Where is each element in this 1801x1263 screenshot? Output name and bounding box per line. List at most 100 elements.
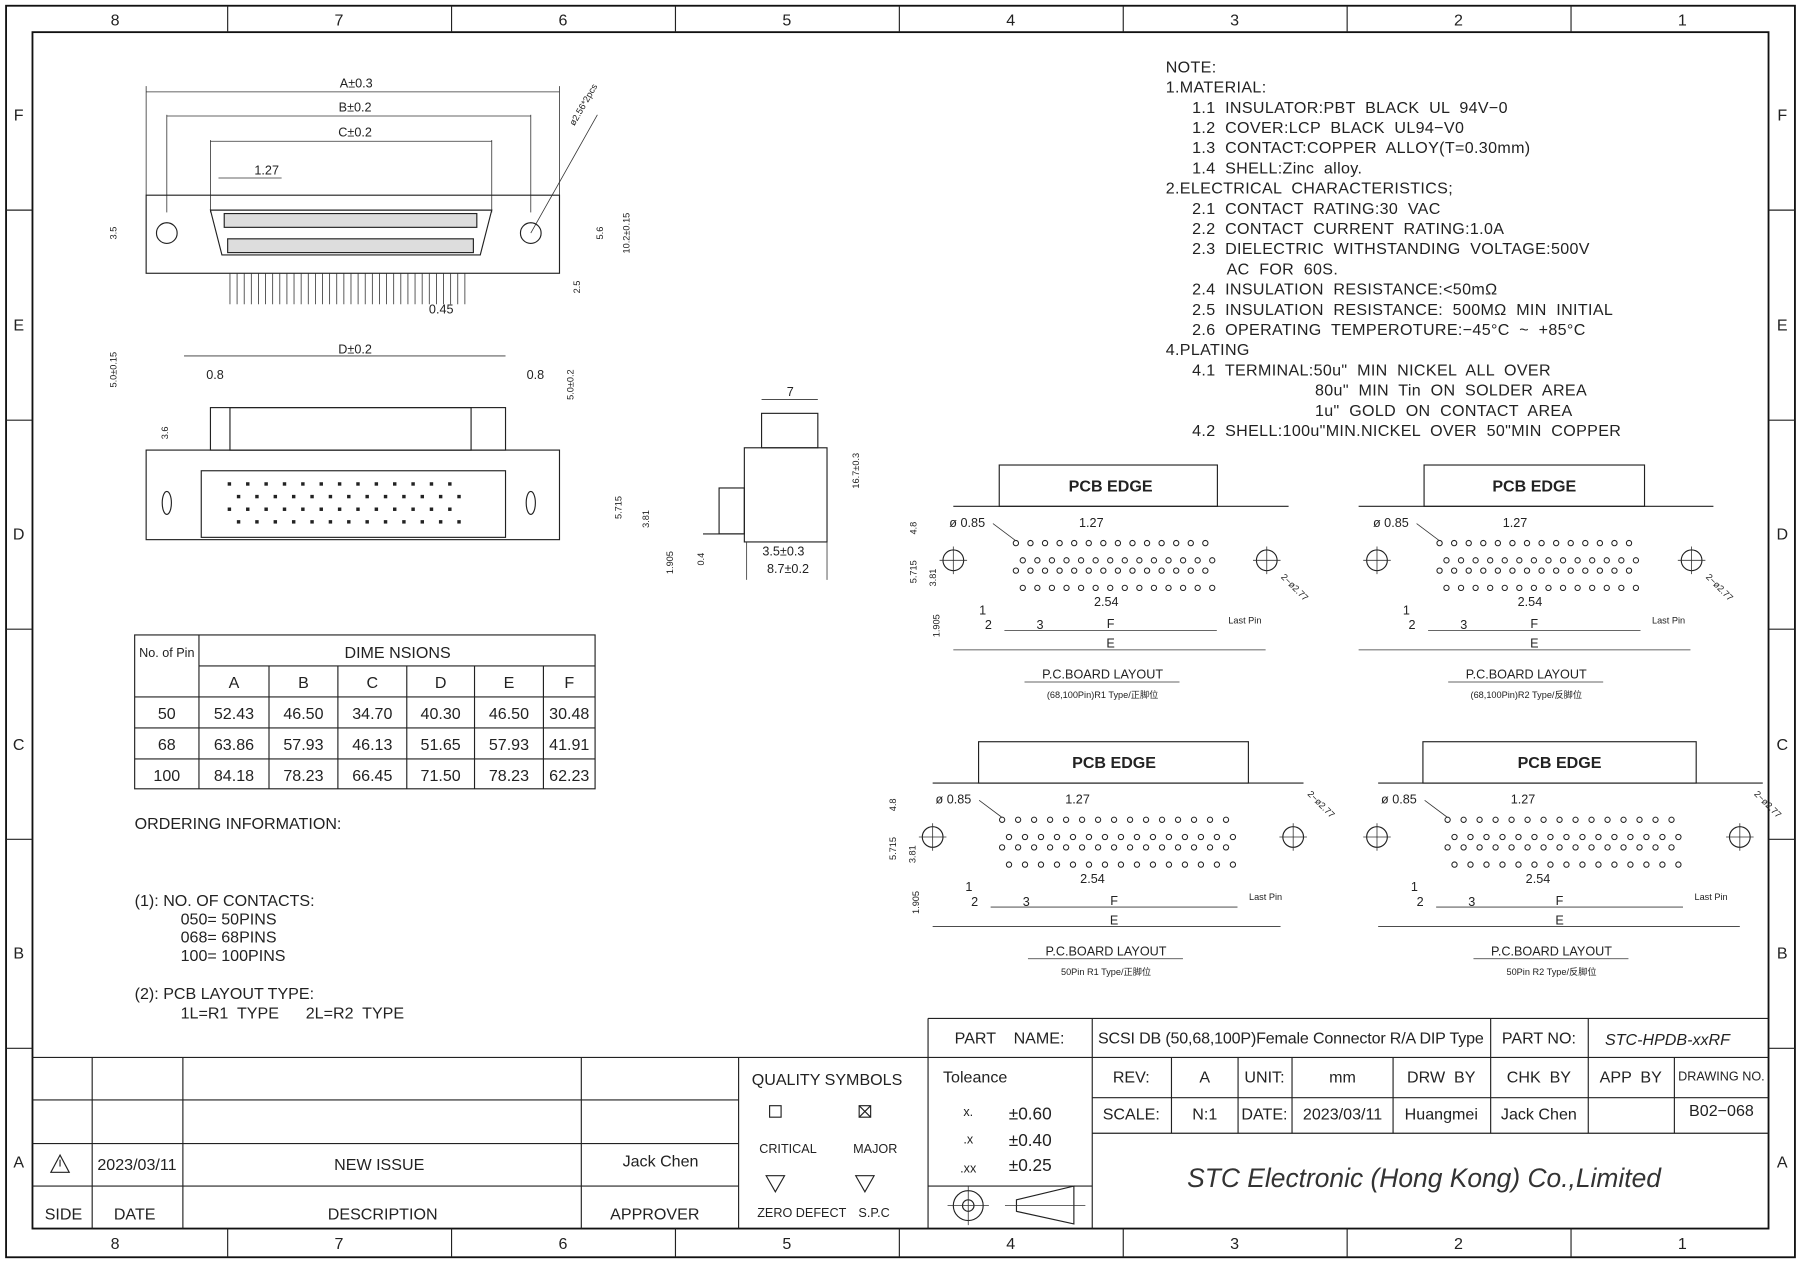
pin-hole	[1046, 844, 1054, 851]
contact-hole	[457, 494, 461, 499]
row-zone-label: E	[13, 317, 24, 335]
pin-hole	[1063, 584, 1070, 592]
tolerance-value: ±0.60	[1009, 1103, 1052, 1123]
pin-hole	[1165, 584, 1172, 592]
pin-hole	[1129, 567, 1136, 574]
contact-hole	[264, 507, 268, 511]
pin-hole	[1611, 539, 1618, 547]
pin-number: 1	[965, 880, 972, 894]
layout-title: P.C.BOARD LAYOUT	[1042, 668, 1163, 682]
contact-hole	[457, 520, 461, 524]
pin-hole	[1530, 584, 1538, 592]
pin-hole	[1509, 567, 1516, 574]
pin-hole	[1603, 557, 1610, 564]
pin-hole	[1062, 816, 1070, 823]
contact-hole	[337, 482, 342, 486]
pin-hole	[1179, 584, 1187, 592]
pin-number: 3	[1460, 618, 1467, 632]
pin-hole	[1229, 833, 1237, 841]
column-header: E	[504, 674, 515, 692]
pin-diameter-label: ø 0.85	[1381, 793, 1417, 807]
pin-hole	[1501, 557, 1508, 564]
pin-hole	[1030, 816, 1038, 823]
contact-hole	[227, 507, 232, 511]
pin-hole	[1092, 557, 1099, 564]
pin-hole	[1078, 816, 1086, 823]
dim-381-label: 3.81	[907, 845, 917, 863]
pin-hole	[1450, 567, 1458, 574]
dimension-cell: 34.70	[352, 705, 392, 723]
contact-hole	[273, 520, 278, 524]
pin-hole	[1133, 861, 1141, 868]
pin-hole	[1659, 833, 1666, 841]
pin-hole	[1494, 539, 1502, 547]
checked-by-label: CHK BY	[1507, 1069, 1572, 1087]
pin-hole	[1668, 844, 1675, 851]
pin-width-label: 0.45	[429, 302, 454, 316]
pin-hole	[1531, 861, 1538, 868]
pin-number: 1	[979, 603, 986, 617]
pin-hole	[1636, 844, 1643, 851]
note-line: 2.1 CONTACT RATING:30 VAC	[1192, 200, 1441, 218]
dim-b-label: B±0.2	[339, 100, 372, 114]
pitch-label: 1.27	[1065, 793, 1090, 807]
crosshair	[939, 546, 1281, 575]
left-08-label: 0.8	[206, 368, 224, 382]
pin-hole	[1457, 584, 1465, 592]
pcb-edge-label: PCB EDGE	[1518, 754, 1602, 772]
column-zone-label: 3	[1230, 1235, 1239, 1253]
contact-hole	[264, 482, 268, 486]
contact-hole	[236, 494, 241, 499]
pin-hole	[1202, 567, 1209, 574]
contact-hole	[337, 507, 342, 511]
date-value: 2023/03/11	[1303, 1105, 1382, 1123]
note-line: 2.ELECTRICAL CHARACTERISTICS;	[1166, 180, 1453, 198]
pin-hole	[1048, 557, 1056, 564]
dimension-cell: 46.50	[283, 705, 323, 723]
pin-diameter-label: ø 0.85	[1373, 516, 1409, 530]
column-zone-label: 1	[1678, 11, 1687, 29]
note-line: 1u" GOLD ON CONTACT AREA	[1315, 402, 1573, 420]
pin-hole	[1524, 816, 1531, 823]
pin-hole	[1173, 539, 1180, 547]
contact-hole	[365, 494, 369, 499]
pin-hole	[1467, 861, 1474, 868]
pitch-label: 1.27	[254, 164, 279, 178]
rev-value: A	[1199, 1069, 1210, 1087]
pin-diameter-label: ø 0.85	[949, 516, 985, 530]
contact-hole	[356, 507, 360, 511]
side-5715-label: 5.715	[613, 496, 623, 519]
pin-hole	[1187, 567, 1194, 574]
pin-hole	[1021, 861, 1029, 868]
dimension-cell: 57.93	[489, 736, 529, 754]
note-line: 4.PLATING	[1166, 341, 1250, 359]
pin-hole	[1100, 567, 1107, 574]
pin-hole	[1501, 584, 1508, 592]
note-line: 1.MATERIAL:	[1166, 79, 1267, 97]
unit-value: mm	[1329, 1069, 1356, 1087]
pin-hole	[1037, 833, 1045, 841]
pin-hole	[1129, 539, 1136, 547]
pin-hole	[1538, 567, 1545, 574]
row-spacing-label: 2.54	[1518, 595, 1543, 609]
height-left-label: 5.0±0.15	[108, 352, 118, 388]
layout-subtitle: (68,100Pin)R2 Type/反脚位	[1471, 689, 1582, 700]
pin-hole	[1150, 557, 1158, 564]
pin-number: 1	[1403, 603, 1410, 617]
row-spacing-label: 2.54	[1080, 872, 1105, 886]
pin-hole	[1472, 584, 1479, 592]
part-no: STC-HPDB-xxRF	[1605, 1031, 1731, 1049]
pin-hole	[1487, 557, 1494, 564]
pitch-label: 1.27	[1503, 516, 1528, 530]
dimension-cell: 46.50	[489, 705, 529, 723]
pin-hole	[1037, 861, 1045, 868]
contact-hole	[310, 520, 314, 524]
pin-hole	[1019, 584, 1026, 592]
scale-label: SCALE:	[1103, 1105, 1160, 1123]
contact-hole	[448, 507, 452, 511]
pin-hole	[1652, 816, 1659, 823]
row-zone-label: D	[13, 526, 25, 544]
pin-hole	[1085, 539, 1092, 547]
description-header: DESCRIPTION	[328, 1205, 438, 1223]
pitch-label: 1.27	[1511, 793, 1536, 807]
